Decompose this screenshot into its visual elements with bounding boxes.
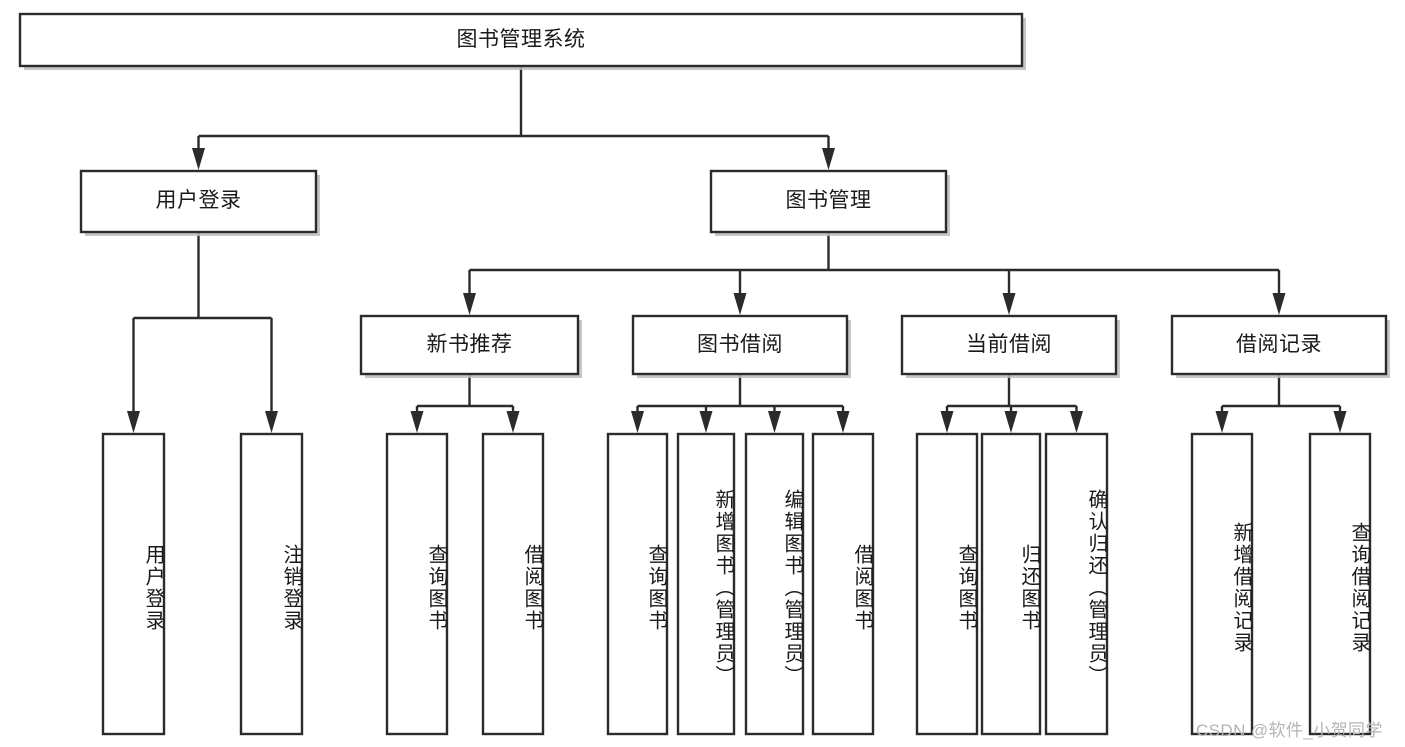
node-box-l3_c3[interactable]: [744, 432, 805, 736]
arrow-head-icon: [940, 411, 954, 433]
arrow-head-icon: [733, 293, 747, 315]
node-box-l3_c2[interactable]: [676, 432, 736, 736]
node-box-l1_book_manage[interactable]: [709, 169, 948, 234]
arrow-head-icon: [836, 411, 850, 433]
arrow-head-icon: [631, 411, 644, 433]
connector-layer: [127, 66, 1347, 433]
node-box-l3_c1[interactable]: [606, 432, 669, 736]
arrow-head-icon: [1272, 293, 1286, 315]
node-box-l3_c4[interactable]: [811, 432, 875, 736]
arrow-head-icon: [1002, 293, 1016, 315]
node-box-l3_d2[interactable]: [980, 432, 1042, 736]
node-box-l3_e2[interactable]: [1308, 432, 1372, 736]
node-box-l2_current[interactable]: [900, 314, 1118, 376]
arrow-head-icon: [1070, 411, 1083, 433]
node-box-l3_e1[interactable]: [1190, 432, 1254, 736]
arrow-head-icon: [192, 148, 205, 170]
node-box-l2_borrow[interactable]: [631, 314, 849, 376]
node-box-l2_new_book[interactable]: [359, 314, 580, 376]
node-box-l3_d3[interactable]: [1044, 432, 1109, 736]
node-box-l1_user_login[interactable]: [79, 169, 318, 234]
node-box-l3_b2[interactable]: [481, 432, 545, 736]
node-box-l3_a1[interactable]: [101, 432, 166, 736]
arrow-head-icon: [699, 411, 713, 433]
arrow-head-icon: [822, 148, 835, 170]
node-box-l3_d1[interactable]: [915, 432, 979, 736]
node-box-l3_a2[interactable]: [239, 432, 304, 736]
arrow-head-icon: [1333, 411, 1347, 433]
arrow-head-icon: [768, 411, 781, 433]
watermark-text: CSDN @软件_小贺同学: [1196, 721, 1383, 740]
arrow-head-icon: [1004, 411, 1018, 433]
node-layer: [18, 12, 1390, 736]
node-box-l3_b1[interactable]: [385, 432, 449, 736]
arrow-head-icon: [265, 411, 278, 433]
arrow-head-icon: [410, 411, 424, 433]
node-box-l2_record[interactable]: [1170, 314, 1388, 376]
arrow-head-icon: [506, 411, 520, 433]
arrow-head-icon: [463, 293, 476, 315]
arrow-head-icon: [1215, 411, 1229, 433]
arrow-head-icon: [127, 411, 140, 433]
node-box-root[interactable]: [18, 12, 1024, 68]
